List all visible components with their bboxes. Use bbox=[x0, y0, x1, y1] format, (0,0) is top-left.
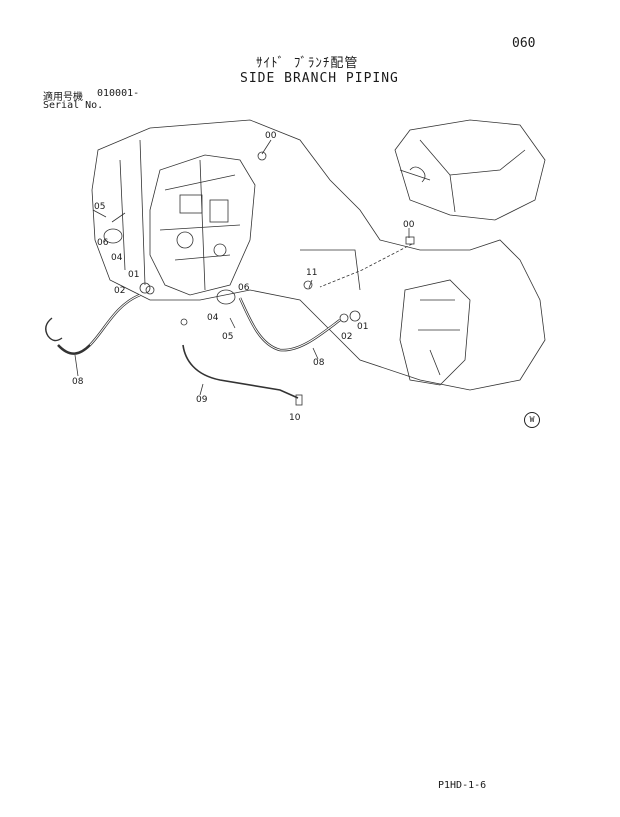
valve-block bbox=[399, 279, 471, 386]
tank-component bbox=[394, 119, 546, 221]
w-mark-icon: W bbox=[524, 412, 540, 428]
callout-05-left: 05 bbox=[94, 202, 106, 212]
callout-00-top: 00 bbox=[265, 131, 277, 141]
callout-06-left: 06 bbox=[97, 238, 109, 248]
callout-06-center: 06 bbox=[238, 283, 250, 293]
callout-04-left: 04 bbox=[111, 253, 123, 263]
callout-08-right: 08 bbox=[313, 358, 325, 368]
callout-10: 10 bbox=[289, 413, 301, 423]
frame-outline bbox=[91, 119, 546, 391]
callout-11: 11 bbox=[306, 268, 318, 278]
callout-02-right: 02 bbox=[341, 332, 353, 342]
hose-08-left bbox=[57, 293, 141, 355]
serial-label-english: Serial No. bbox=[43, 100, 104, 111]
title-japanese: ｻｲﾄﾞ ﾌﾞﾗﾝﾁ配管 bbox=[256, 56, 359, 71]
callout-09: 09 bbox=[196, 395, 208, 405]
title-english: SIDE BRANCH PIPING bbox=[240, 71, 399, 86]
hose-08-right bbox=[238, 297, 341, 352]
pump-block bbox=[149, 154, 256, 296]
page-number: 060 bbox=[512, 36, 536, 51]
serial-label-japanese: 適用号機 bbox=[43, 92, 83, 103]
callout-01-right: 01 bbox=[357, 322, 369, 332]
callout-02-left: 02 bbox=[114, 286, 126, 296]
callout-00-right: 00 bbox=[403, 220, 415, 230]
callout-05-center: 05 bbox=[222, 332, 234, 342]
callout-08-left: 08 bbox=[72, 377, 84, 387]
serial-value: 010001- bbox=[97, 88, 140, 99]
callout-01-left: 01 bbox=[128, 270, 140, 280]
line-09 bbox=[182, 344, 299, 399]
callout-04-center: 04 bbox=[207, 313, 219, 323]
footer-code: P1HD-1-6 bbox=[438, 780, 487, 791]
